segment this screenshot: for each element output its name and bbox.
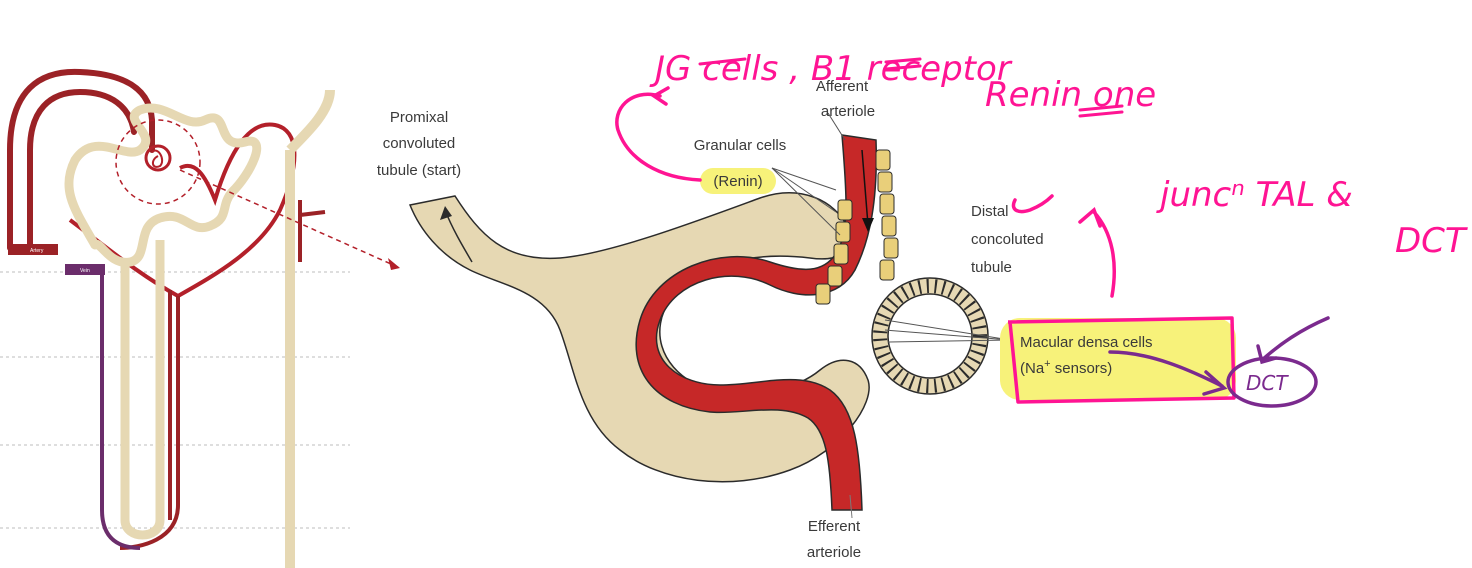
distal-label-line2: concoluted	[971, 231, 1044, 248]
distal-label-line1: Distal	[971, 203, 1009, 220]
nephron-overview: Artery Vein	[0, 72, 400, 568]
granular-cell	[816, 284, 830, 304]
artery-tag-label: Artery	[30, 248, 44, 254]
pct-label-line2: convoluted	[383, 135, 456, 152]
pct-label-line3: tubule (start)	[377, 162, 461, 179]
granular-cell	[880, 194, 894, 214]
efferent-label-line1: Efferent	[808, 518, 861, 535]
renin-label: (Renin)	[713, 173, 762, 190]
annotation-junction-line1: juncⁿ TAL &	[1156, 175, 1353, 215]
macula-label-line1: Macular densa cells	[1020, 334, 1153, 351]
pct-label-line1: Promixal	[390, 109, 448, 126]
granular-cell	[878, 172, 892, 192]
vein-tag-label: Vein	[80, 268, 90, 274]
annotation-dct-text: DCT	[1246, 371, 1289, 395]
granular-cell	[882, 216, 896, 236]
annotation-arrow-up	[1080, 210, 1114, 296]
efferent-vessel	[300, 200, 325, 262]
efferent-label-line2: arteriole	[807, 544, 861, 561]
granular-cell	[880, 260, 894, 280]
granular-cell	[828, 266, 842, 286]
annotation-check-mark	[1013, 196, 1052, 212]
guide-lines	[0, 272, 350, 528]
macula-label-line2: (Na+ sensors)	[1020, 358, 1112, 377]
distal-label-line3: tubule	[971, 259, 1012, 276]
annotation-junction-line2: DCT	[1395, 221, 1468, 261]
afferent-label-line2: arteriole	[821, 103, 875, 120]
annotation-renin-line: Renin one	[985, 75, 1156, 115]
glomerulus	[146, 146, 170, 170]
granular-cell	[838, 200, 852, 220]
zoom-arrowhead	[388, 258, 400, 270]
granular-cell	[836, 222, 850, 242]
granular-label: Granular cells	[694, 137, 787, 154]
granular-pointer	[772, 168, 836, 190]
zoom-circle	[116, 120, 200, 204]
annotation-arrow-to-renin	[617, 94, 700, 180]
granular-cell	[876, 150, 890, 170]
macula-highlight	[1000, 318, 1236, 400]
annotation-jg-line: JG cells , B1 receptor	[649, 49, 1013, 89]
granular-cell	[884, 238, 898, 258]
annotation-purple-arrow-2	[1258, 318, 1328, 362]
granular-cell	[834, 244, 848, 264]
